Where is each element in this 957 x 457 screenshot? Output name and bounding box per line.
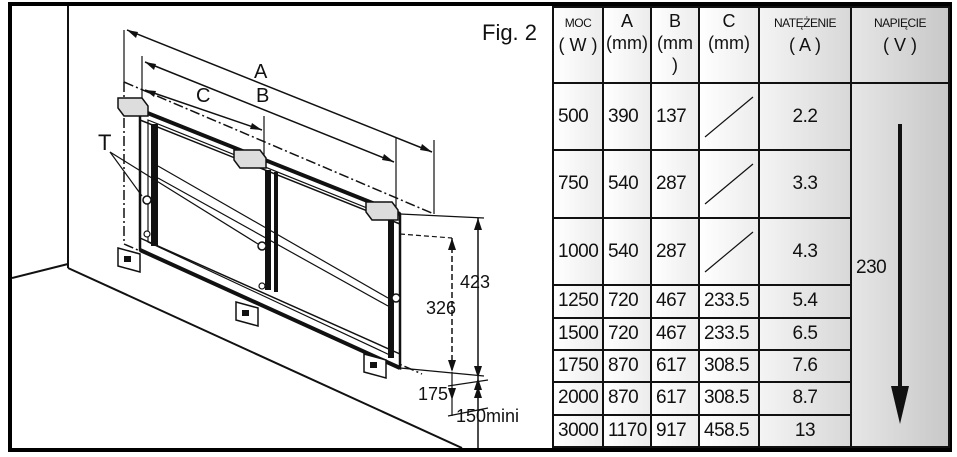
label-t: T <box>98 130 111 155</box>
cell-moc: 1250 <box>552 284 604 319</box>
cell-c: 458.5 <box>698 413 760 449</box>
table-header-row: MOC( W ) A(mm) B(mm ) C(mm) NATĘŻENIE( A… <box>552 6 950 84</box>
cell-c-empty <box>698 216 760 287</box>
dim-423: 423 <box>460 272 490 292</box>
cell-moc: 2000 <box>552 381 604 416</box>
cell-moc: 3000 <box>552 413 604 449</box>
cell-b: 137 <box>650 81 700 152</box>
header-natezenie: NATĘŻENIE( A ) <box>758 6 852 84</box>
label-c: C <box>196 85 210 107</box>
cell-a: 540 <box>602 216 652 287</box>
spec-table-panel: MOC( W ) A(mm) B(mm ) C(mm) NATĘŻENIE( A… <box>552 6 950 449</box>
header-c: C(mm) <box>698 6 760 84</box>
cell-moc: 750 <box>552 149 604 219</box>
header-moc: MOC( W ) <box>552 6 604 84</box>
header-b: B(mm ) <box>650 6 700 84</box>
cell-c: 233.5 <box>698 284 760 319</box>
cell-c-empty <box>698 81 760 152</box>
cell-a: 870 <box>602 348 652 384</box>
cell-b: 617 <box>650 381 700 416</box>
spec-table: MOC( W ) A(mm) B(mm ) C(mm) NATĘŻENIE( A… <box>552 6 950 449</box>
cell-natezenie: 8.7 <box>758 381 852 416</box>
cell-b: 287 <box>650 149 700 219</box>
cell-a: 1170 <box>602 413 652 449</box>
cell-a: 720 <box>602 284 652 319</box>
cell-natezenie: 2.2 <box>758 81 852 152</box>
down-arrow-icon <box>891 124 909 424</box>
cell-moc: 500 <box>552 81 604 152</box>
cell-b: 287 <box>650 216 700 287</box>
outer-border <box>8 2 952 452</box>
label-a: A <box>254 61 268 83</box>
cell-c: 308.5 <box>698 348 760 384</box>
cell-moc: 1000 <box>552 216 604 287</box>
cell-b: 617 <box>650 348 700 384</box>
installation-diagram: A B C T 423 326 175 150mini Fig. 2 <box>12 6 552 448</box>
cell-a: 540 <box>602 149 652 219</box>
header-napiecie: NAPIĘCIE( V ) <box>850 6 950 84</box>
cell-a: 870 <box>602 381 652 416</box>
cell-natezenie: 7.6 <box>758 348 852 384</box>
voltage-value: 230 <box>856 257 887 278</box>
cell-c: 233.5 <box>698 316 760 351</box>
cell-b: 917 <box>650 413 700 449</box>
dim-150-mini: 150mini <box>456 406 519 426</box>
bracket-drawing: A B C T 423 326 175 150mini <box>12 6 519 448</box>
cell-a: 720 <box>602 316 652 351</box>
cell-moc: 1750 <box>552 348 604 384</box>
cell-natezenie: 13 <box>758 413 852 449</box>
empty-slash-icon <box>704 96 754 138</box>
empty-slash-icon <box>704 231 754 272</box>
cell-moc: 1500 <box>552 316 604 351</box>
cell-napiecie: 230 <box>850 82 950 448</box>
cell-natezenie: 5.4 <box>758 284 852 319</box>
cell-b: 467 <box>650 316 700 351</box>
cell-natezenie: 3.3 <box>758 149 852 219</box>
header-a: A(mm) <box>602 6 652 84</box>
cell-b: 467 <box>650 284 700 319</box>
cell-a: 390 <box>602 81 652 152</box>
cell-c-empty <box>698 149 760 219</box>
figure-title: Fig. 2 <box>482 20 538 45</box>
cell-natezenie: 4.3 <box>758 216 852 287</box>
cell-natezenie: 6.5 <box>758 316 852 351</box>
cell-c: 308.5 <box>698 381 760 416</box>
dim-326: 326 <box>426 298 456 318</box>
label-b: B <box>256 85 269 107</box>
empty-slash-icon <box>704 163 754 205</box>
dim-175: 175 <box>418 384 448 404</box>
